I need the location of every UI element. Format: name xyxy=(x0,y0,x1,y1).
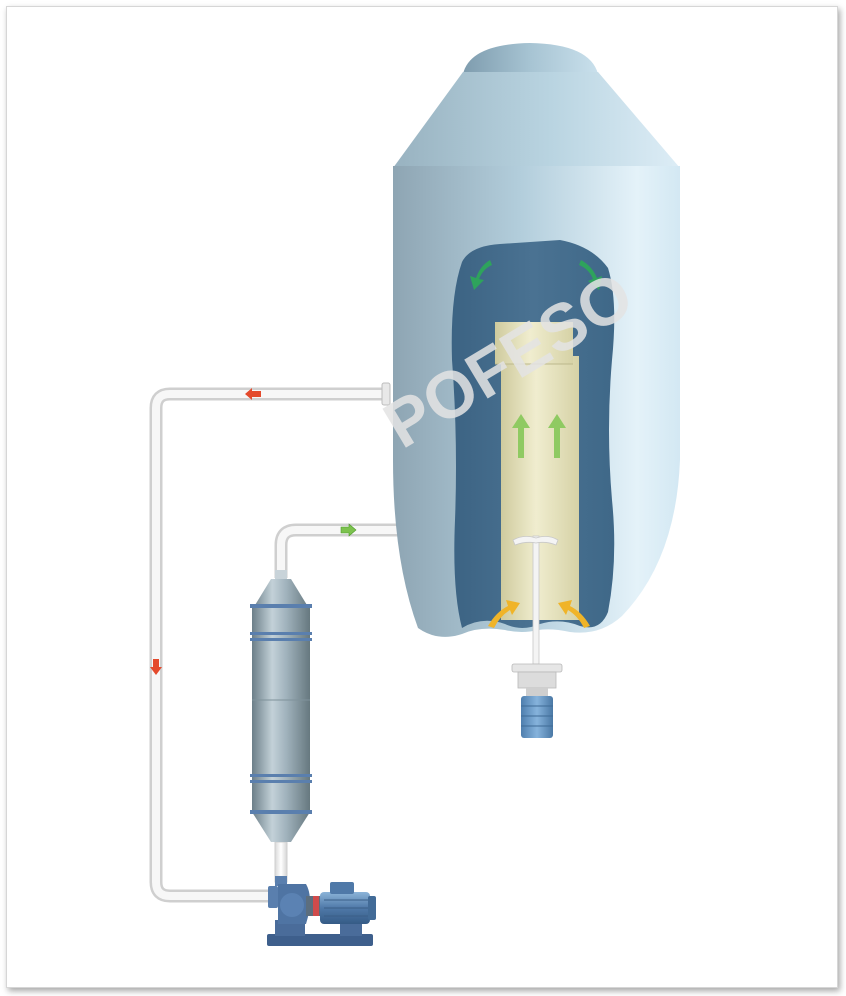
flow-arrow-top-left-icon xyxy=(470,260,492,290)
draft-tube xyxy=(495,322,579,620)
heat-exchanger-icon xyxy=(250,570,312,842)
flow-arrow-bottom-left-icon xyxy=(488,600,520,628)
flow-arrow-down-icon xyxy=(150,659,162,675)
agitator-motor-icon xyxy=(521,696,553,738)
flow-arrow-top-right-icon xyxy=(579,260,602,290)
external-flow-arrows xyxy=(150,388,357,675)
flow-arrow-left-icon xyxy=(245,388,261,400)
feed-pipe xyxy=(274,523,412,578)
vessel-top-cap xyxy=(463,43,598,74)
crystallizer-vessel xyxy=(393,43,680,738)
flow-arrow-up-right-icon xyxy=(548,414,566,458)
outlet-flange xyxy=(381,382,391,406)
flow-arrow-up-left-icon xyxy=(512,414,530,458)
agitator-shaft xyxy=(532,535,540,665)
flow-arrow-right-icon xyxy=(340,523,357,537)
centrifugal-pump-icon xyxy=(267,876,376,946)
agitator-impeller-icon xyxy=(512,536,559,546)
flow-arrow-bottom-right-icon xyxy=(558,600,590,628)
agitator xyxy=(511,535,563,738)
internal-flow-arrows xyxy=(470,260,602,628)
vessel-cone xyxy=(393,72,680,168)
